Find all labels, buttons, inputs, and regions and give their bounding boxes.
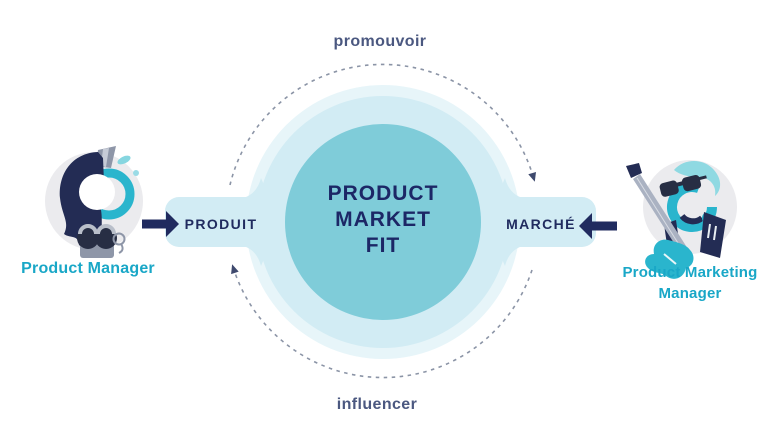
pmf-inner-circle xyxy=(285,124,481,320)
produit-band-label: PRODUIT xyxy=(184,216,258,232)
cycle-arrowhead-left-icon xyxy=(231,264,239,275)
pmf-title-line3: FIT xyxy=(365,234,401,257)
pmf-title-line2: MARKET xyxy=(335,208,431,231)
cycle-arc-bottom xyxy=(233,269,533,379)
product-marketing-manager-label-line2: Manager xyxy=(658,285,722,302)
top-cycle-label: promouvoir xyxy=(333,33,427,50)
marche-band-label: MARCHÉ xyxy=(506,216,576,232)
pmf-title-line1: PRODUCT xyxy=(327,182,439,205)
product-marketing-manager-label: Product Marketing Manager xyxy=(608,262,768,304)
product-manager-avatar-icon xyxy=(45,146,143,258)
bottom-cycle-label: influencer xyxy=(336,396,418,413)
produit-flow-arrow-icon xyxy=(142,211,179,237)
marche-flow-arrow-icon xyxy=(579,213,617,239)
cycle-arrowhead-right-icon xyxy=(528,172,536,182)
pmf-title: PRODUCT MARKET FIT xyxy=(283,181,483,259)
product-marketing-manager-avatar-icon xyxy=(626,160,737,279)
product-manager-label: Product Manager xyxy=(21,260,155,277)
product-marketing-manager-label-line1: Product Marketing xyxy=(622,264,758,281)
